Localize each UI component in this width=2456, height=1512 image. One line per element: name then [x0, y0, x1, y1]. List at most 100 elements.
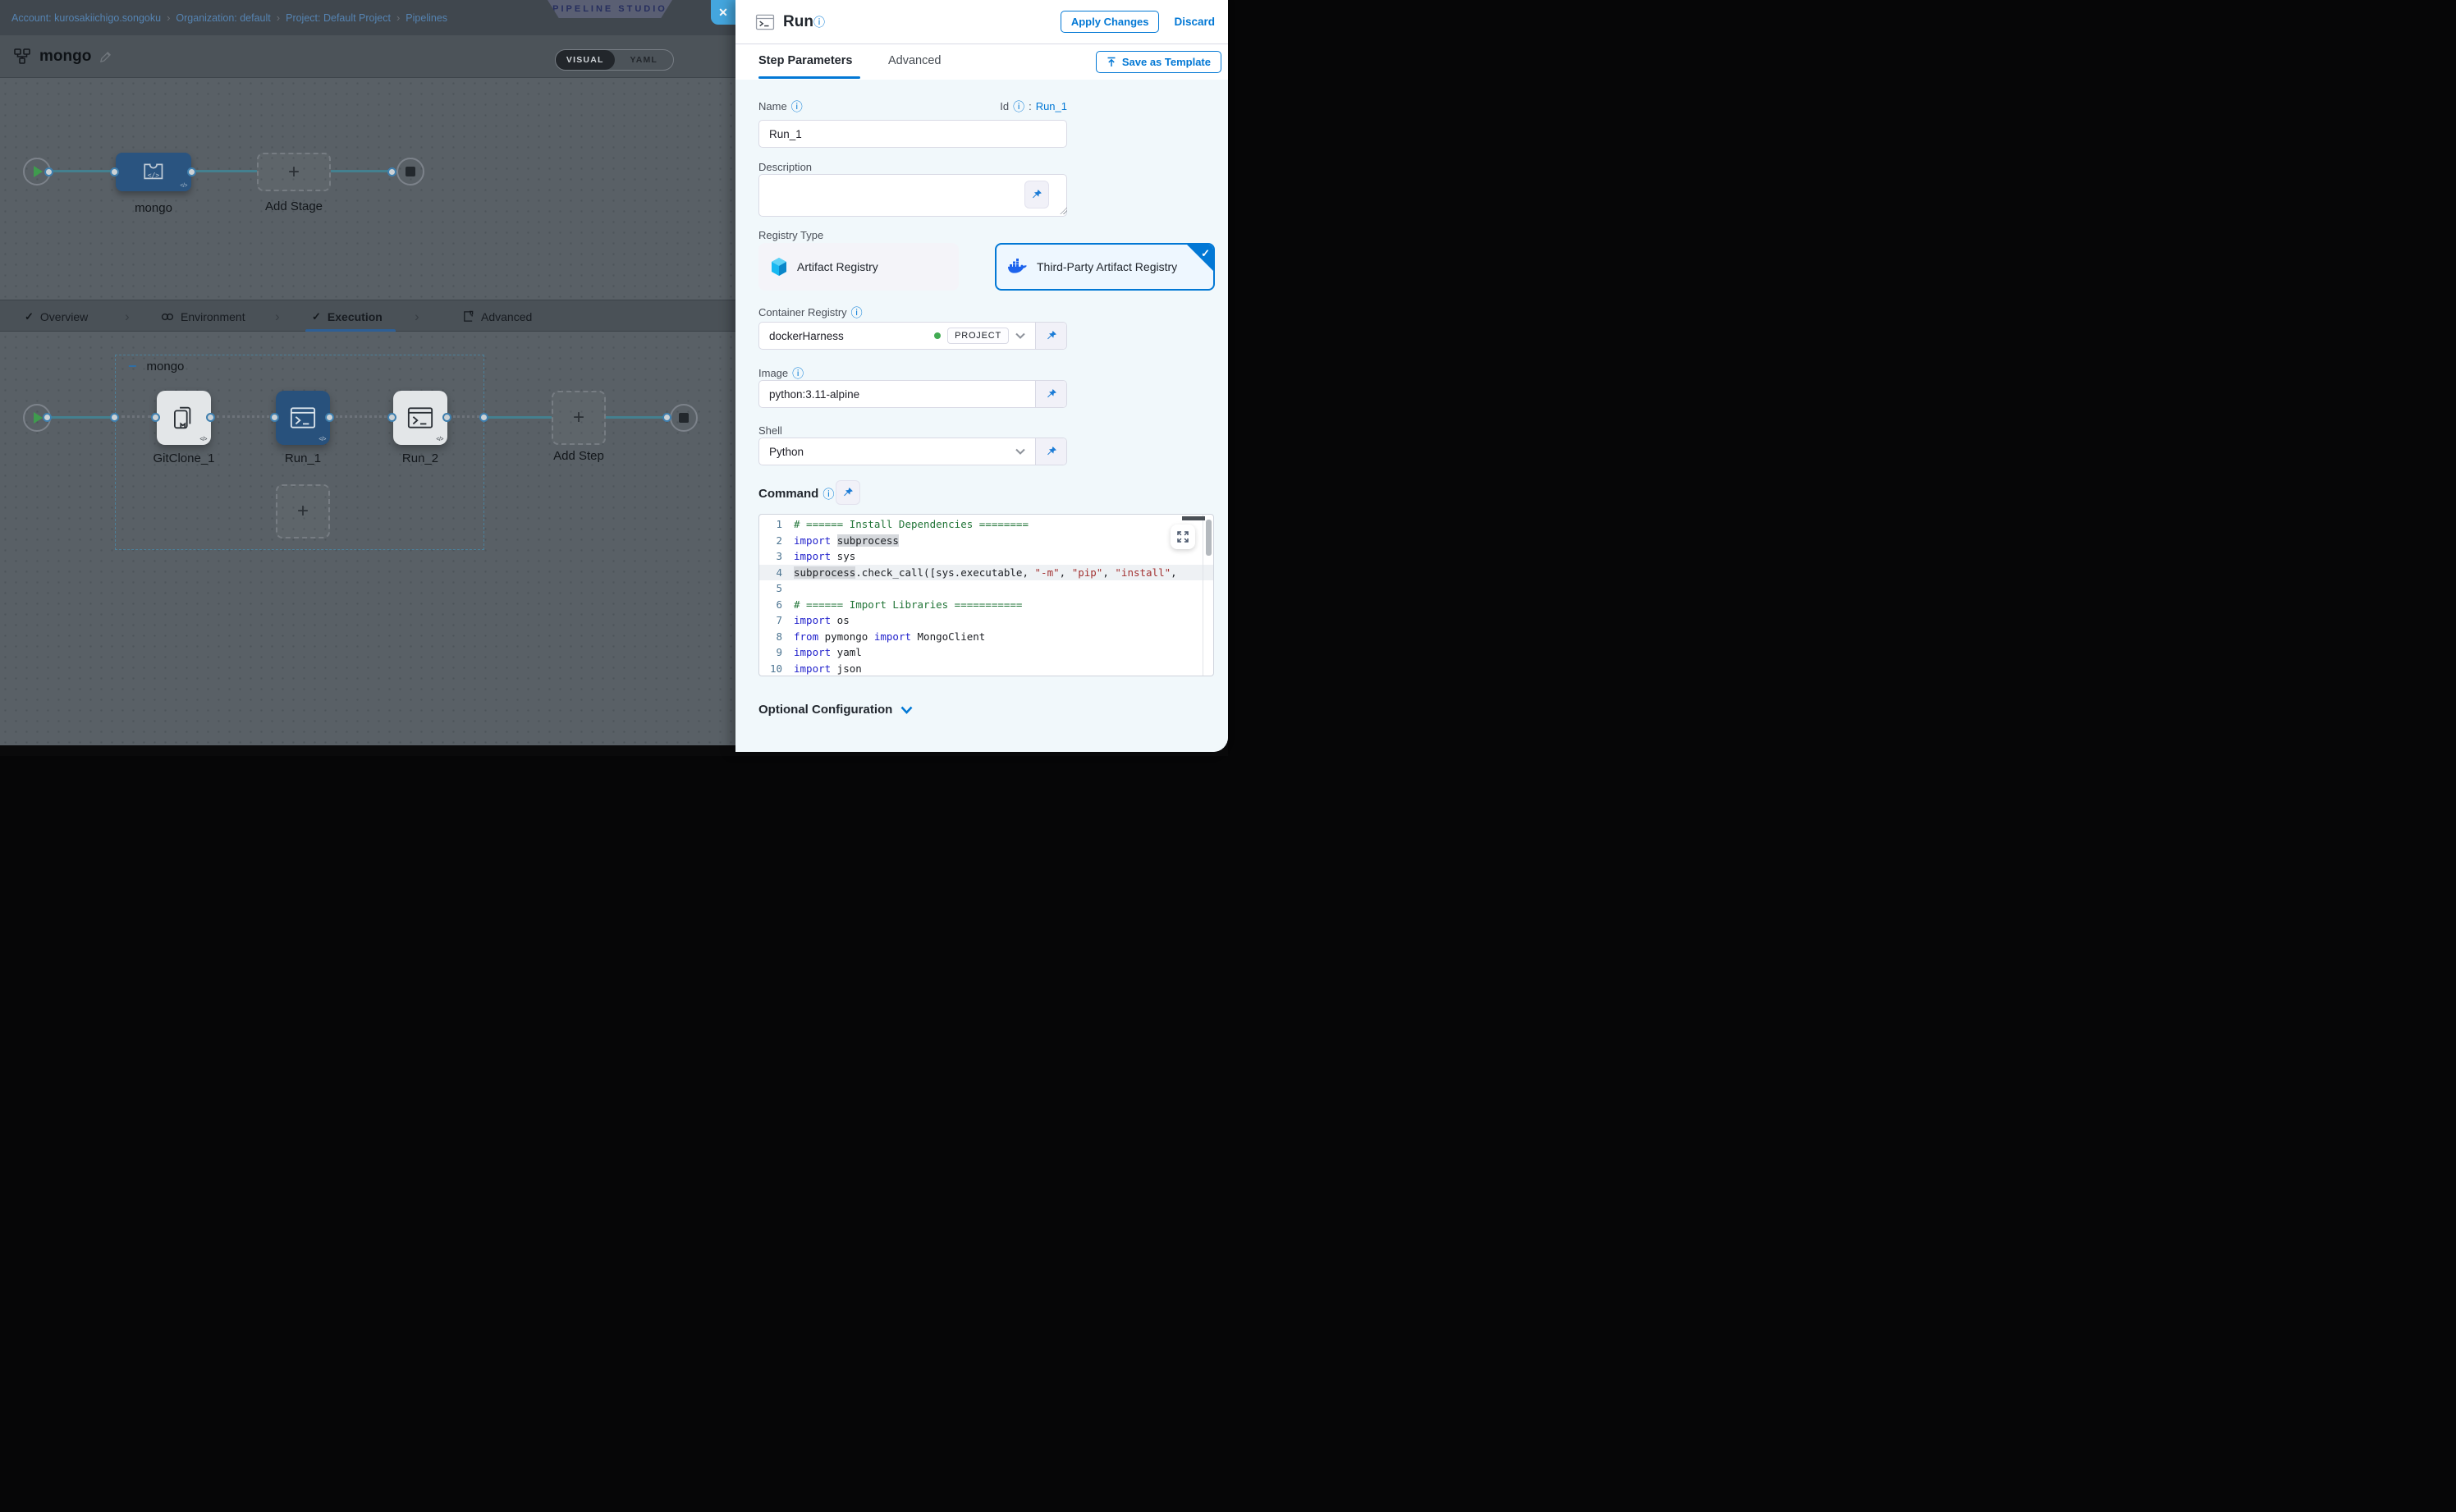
- editor-scrollbar-thumb[interactable]: [1206, 520, 1212, 556]
- name-input[interactable]: [758, 120, 1067, 148]
- description-label: Description: [758, 161, 813, 173]
- add-stage-label: Add Stage: [264, 199, 323, 213]
- breadcrumb-separator: ›: [276, 11, 281, 24]
- add-step-button[interactable]: +: [552, 391, 606, 445]
- id-value[interactable]: Run_1: [1035, 100, 1067, 112]
- scope-badge[interactable]: PROJECT: [947, 328, 1009, 344]
- info-icon[interactable]: ⓘ: [1013, 99, 1025, 113]
- chevron-down-icon: [1015, 448, 1025, 455]
- discard-button[interactable]: Discard: [1174, 16, 1215, 28]
- pin-input-type-button[interactable]: [1035, 323, 1066, 349]
- code-badge: </>: [199, 437, 207, 442]
- close-drawer-button[interactable]: ✕: [711, 0, 735, 25]
- step-node-run-1[interactable]: </>: [276, 391, 330, 445]
- registry-option-artifact[interactable]: Artifact Registry: [758, 243, 959, 291]
- chevron-down-icon[interactable]: [1015, 332, 1025, 339]
- id-row: Id ⓘ : Run_1: [758, 100, 1067, 112]
- execution-canvas: − mongo </>: [0, 332, 735, 745]
- tab-advanced-label: Advanced: [481, 309, 533, 323]
- pin-input-type-button[interactable]: [1035, 438, 1066, 465]
- command-code-editor[interactable]: 1# ====== Install Dependencies ======== 2…: [758, 514, 1214, 676]
- breadcrumb-account[interactable]: Account: kurosakiichigo.songoku: [11, 11, 162, 24]
- tab-step-parameters[interactable]: Step Parameters: [758, 54, 853, 67]
- image-field: python:3.11-alpine: [758, 380, 1067, 408]
- info-icon[interactable]: ⓘ: [850, 305, 863, 319]
- optional-configuration-toggle[interactable]: Optional Configuration: [758, 703, 913, 717]
- container-registry-field: dockerHarness PROJECT: [758, 322, 1067, 350]
- registry-option-third-party[interactable]: Third-Party Artifact Registry ✓: [995, 243, 1215, 291]
- pin-input-type-button[interactable]: [1035, 381, 1066, 407]
- breadcrumb-project[interactable]: Project: Default Project: [286, 11, 391, 24]
- pin-input-type-button[interactable]: [836, 480, 860, 505]
- pipeline-end-node[interactable]: [396, 158, 424, 186]
- resize-handle[interactable]: [1060, 207, 1067, 214]
- add-stage-button[interactable]: +: [257, 153, 331, 191]
- code-lines: 1# ====== Install Dependencies ======== 2…: [759, 516, 1213, 676]
- info-icon[interactable]: ⓘ: [822, 487, 835, 501]
- breadcrumb-separator: ›: [167, 11, 171, 24]
- image-input[interactable]: python:3.11-alpine: [759, 381, 1035, 407]
- pin-icon: [1047, 331, 1056, 340]
- step-node-gitclone-1[interactable]: </>: [157, 391, 211, 445]
- container-registry-value: dockerHarness: [769, 329, 844, 342]
- collapse-group-icon[interactable]: −: [128, 358, 137, 374]
- container-registry-input[interactable]: dockerHarness PROJECT: [759, 323, 1035, 349]
- execution-end-node[interactable]: [670, 404, 698, 432]
- save-as-template-button[interactable]: Save as Template: [1095, 51, 1221, 73]
- breadcrumb-organization[interactable]: Organization: default: [176, 11, 271, 24]
- toggle-yaml[interactable]: YAML: [630, 55, 658, 65]
- tab-overview-label: Overview: [39, 309, 89, 323]
- shell-select[interactable]: Python: [759, 438, 1035, 465]
- pin-input-type-button[interactable]: [1024, 181, 1049, 208]
- pipeline-studio-canvas: Account: kurosakiichigo.songoku › Organi…: [0, 0, 735, 745]
- command-label: Command ⓘ: [758, 487, 835, 501]
- step-label: Run_2: [401, 451, 439, 465]
- chevron-down-icon: [900, 706, 913, 714]
- edit-pencil-icon[interactable]: [99, 51, 112, 63]
- port: [662, 413, 671, 422]
- info-icon[interactable]: ⓘ: [792, 366, 804, 380]
- stage-node-mongo[interactable]: </> </>: [116, 153, 191, 191]
- connector: [49, 170, 116, 172]
- add-parallel-step-button[interactable]: +: [276, 484, 330, 538]
- editor-scroll-marker[interactable]: [1182, 516, 1205, 520]
- terminal-icon: [290, 407, 316, 428]
- code-badge: </>: [318, 437, 326, 442]
- code-line[interactable]: 5: [776, 582, 782, 594]
- step-node-run-2[interactable]: </>: [393, 391, 447, 445]
- save-as-template-label: Save as Template: [1121, 56, 1211, 68]
- port: [387, 167, 396, 176]
- drawer-content: Name ⓘ Id ⓘ : Run_1 Description Registry…: [735, 80, 1228, 752]
- apply-changes-button[interactable]: Apply Changes: [1060, 11, 1160, 33]
- id-separator: :: [1029, 100, 1032, 112]
- port: [110, 167, 119, 176]
- drawer-header: Run ⓘ Apply Changes Discard: [735, 0, 1228, 44]
- drawer-tabs: Step Parameters Advanced Save as Templat…: [735, 44, 1228, 80]
- tab-environment[interactable]: Environment: [161, 300, 245, 332]
- toggle-visual[interactable]: VISUAL: [556, 50, 615, 70]
- tab-advanced[interactable]: Advanced: [462, 300, 532, 332]
- image-label: Image ⓘ: [758, 366, 804, 380]
- info-icon[interactable]: ⓘ: [813, 15, 825, 29]
- info-icon[interactable]: ⓘ: [790, 99, 803, 113]
- description-textarea[interactable]: [758, 174, 1067, 217]
- custom-stage-icon: </>: [144, 163, 163, 179]
- tab-chevron-icon: ›: [275, 308, 280, 324]
- breadcrumb-pipelines[interactable]: Pipelines: [406, 11, 448, 24]
- tab-execution[interactable]: ✓ Execution: [312, 300, 383, 332]
- expand-editor-button[interactable]: [1171, 525, 1195, 549]
- port: [270, 413, 279, 422]
- code-line[interactable]: 6# ====== Import Libraries ===========: [776, 598, 1023, 611]
- advanced-icon: [464, 310, 474, 322]
- upload-icon: [1107, 57, 1116, 66]
- code-line[interactable]: 1# ====== Install Dependencies ========: [776, 518, 1029, 530]
- tab-overview[interactable]: ✓ Overview: [25, 300, 88, 332]
- tab-advanced[interactable]: Advanced: [888, 54, 942, 67]
